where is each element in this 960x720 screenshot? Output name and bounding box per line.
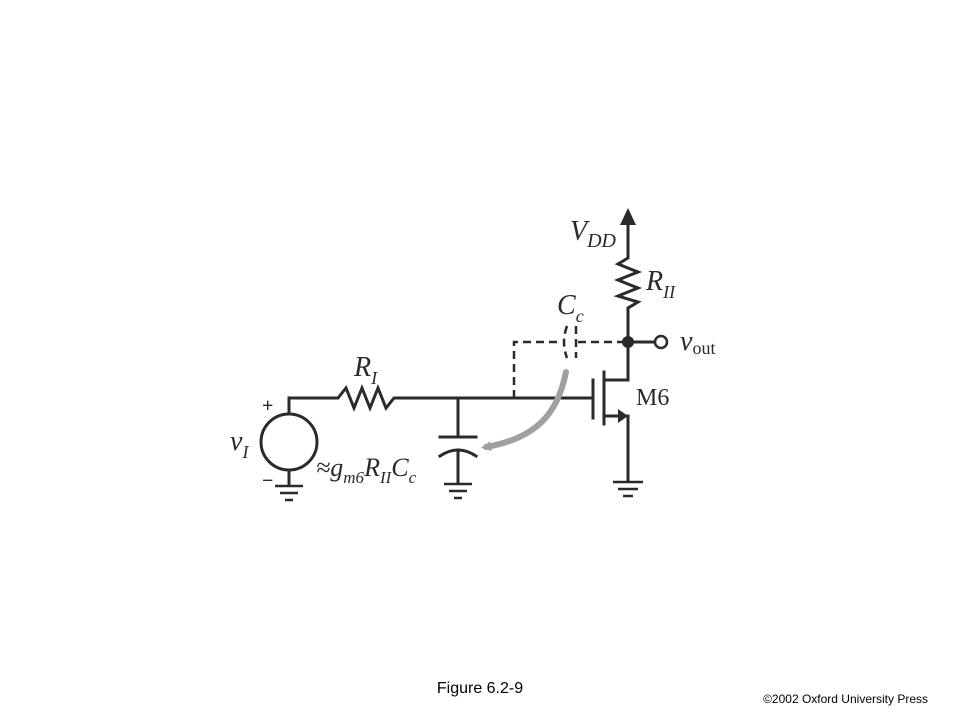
label-vdd: VDD bbox=[570, 216, 617, 252]
label-cc: Cc bbox=[557, 290, 584, 326]
cc-plate-left bbox=[562, 325, 569, 359]
label-miller-capacitance: ≈gm6RIICc bbox=[316, 453, 417, 487]
label-vout: vout bbox=[680, 326, 715, 358]
miller-transform-arrow-icon bbox=[481, 369, 569, 452]
ground-icon bbox=[613, 480, 643, 498]
vdd-supply bbox=[620, 208, 636, 254]
transistor-m6 bbox=[591, 340, 630, 482]
minus-sign: − bbox=[262, 470, 273, 492]
ground-icon bbox=[444, 482, 472, 500]
label-rii: RII bbox=[645, 266, 676, 302]
label-m6: M6 bbox=[636, 385, 669, 411]
feedback-capacitor-cc bbox=[512, 325, 628, 398]
vdd-arrow-icon bbox=[620, 208, 636, 225]
source-arrow-icon bbox=[618, 409, 628, 423]
ground-icon bbox=[275, 484, 303, 502]
plus-sign: + bbox=[262, 395, 273, 417]
figure-caption: Figure 6.2-9 bbox=[436, 680, 524, 697]
source-circle-icon bbox=[259, 412, 319, 472]
vout-terminal-icon bbox=[653, 334, 669, 350]
label-ri: RI bbox=[353, 352, 378, 388]
label-vi: vI bbox=[230, 426, 249, 462]
copyright-notice: ©2002 Oxford University Press bbox=[763, 692, 928, 706]
miller-capacitor-branch bbox=[437, 396, 479, 500]
resistor-ri bbox=[330, 383, 402, 413]
voltage-source-vi bbox=[259, 396, 319, 502]
resistor-rii bbox=[613, 250, 643, 344]
